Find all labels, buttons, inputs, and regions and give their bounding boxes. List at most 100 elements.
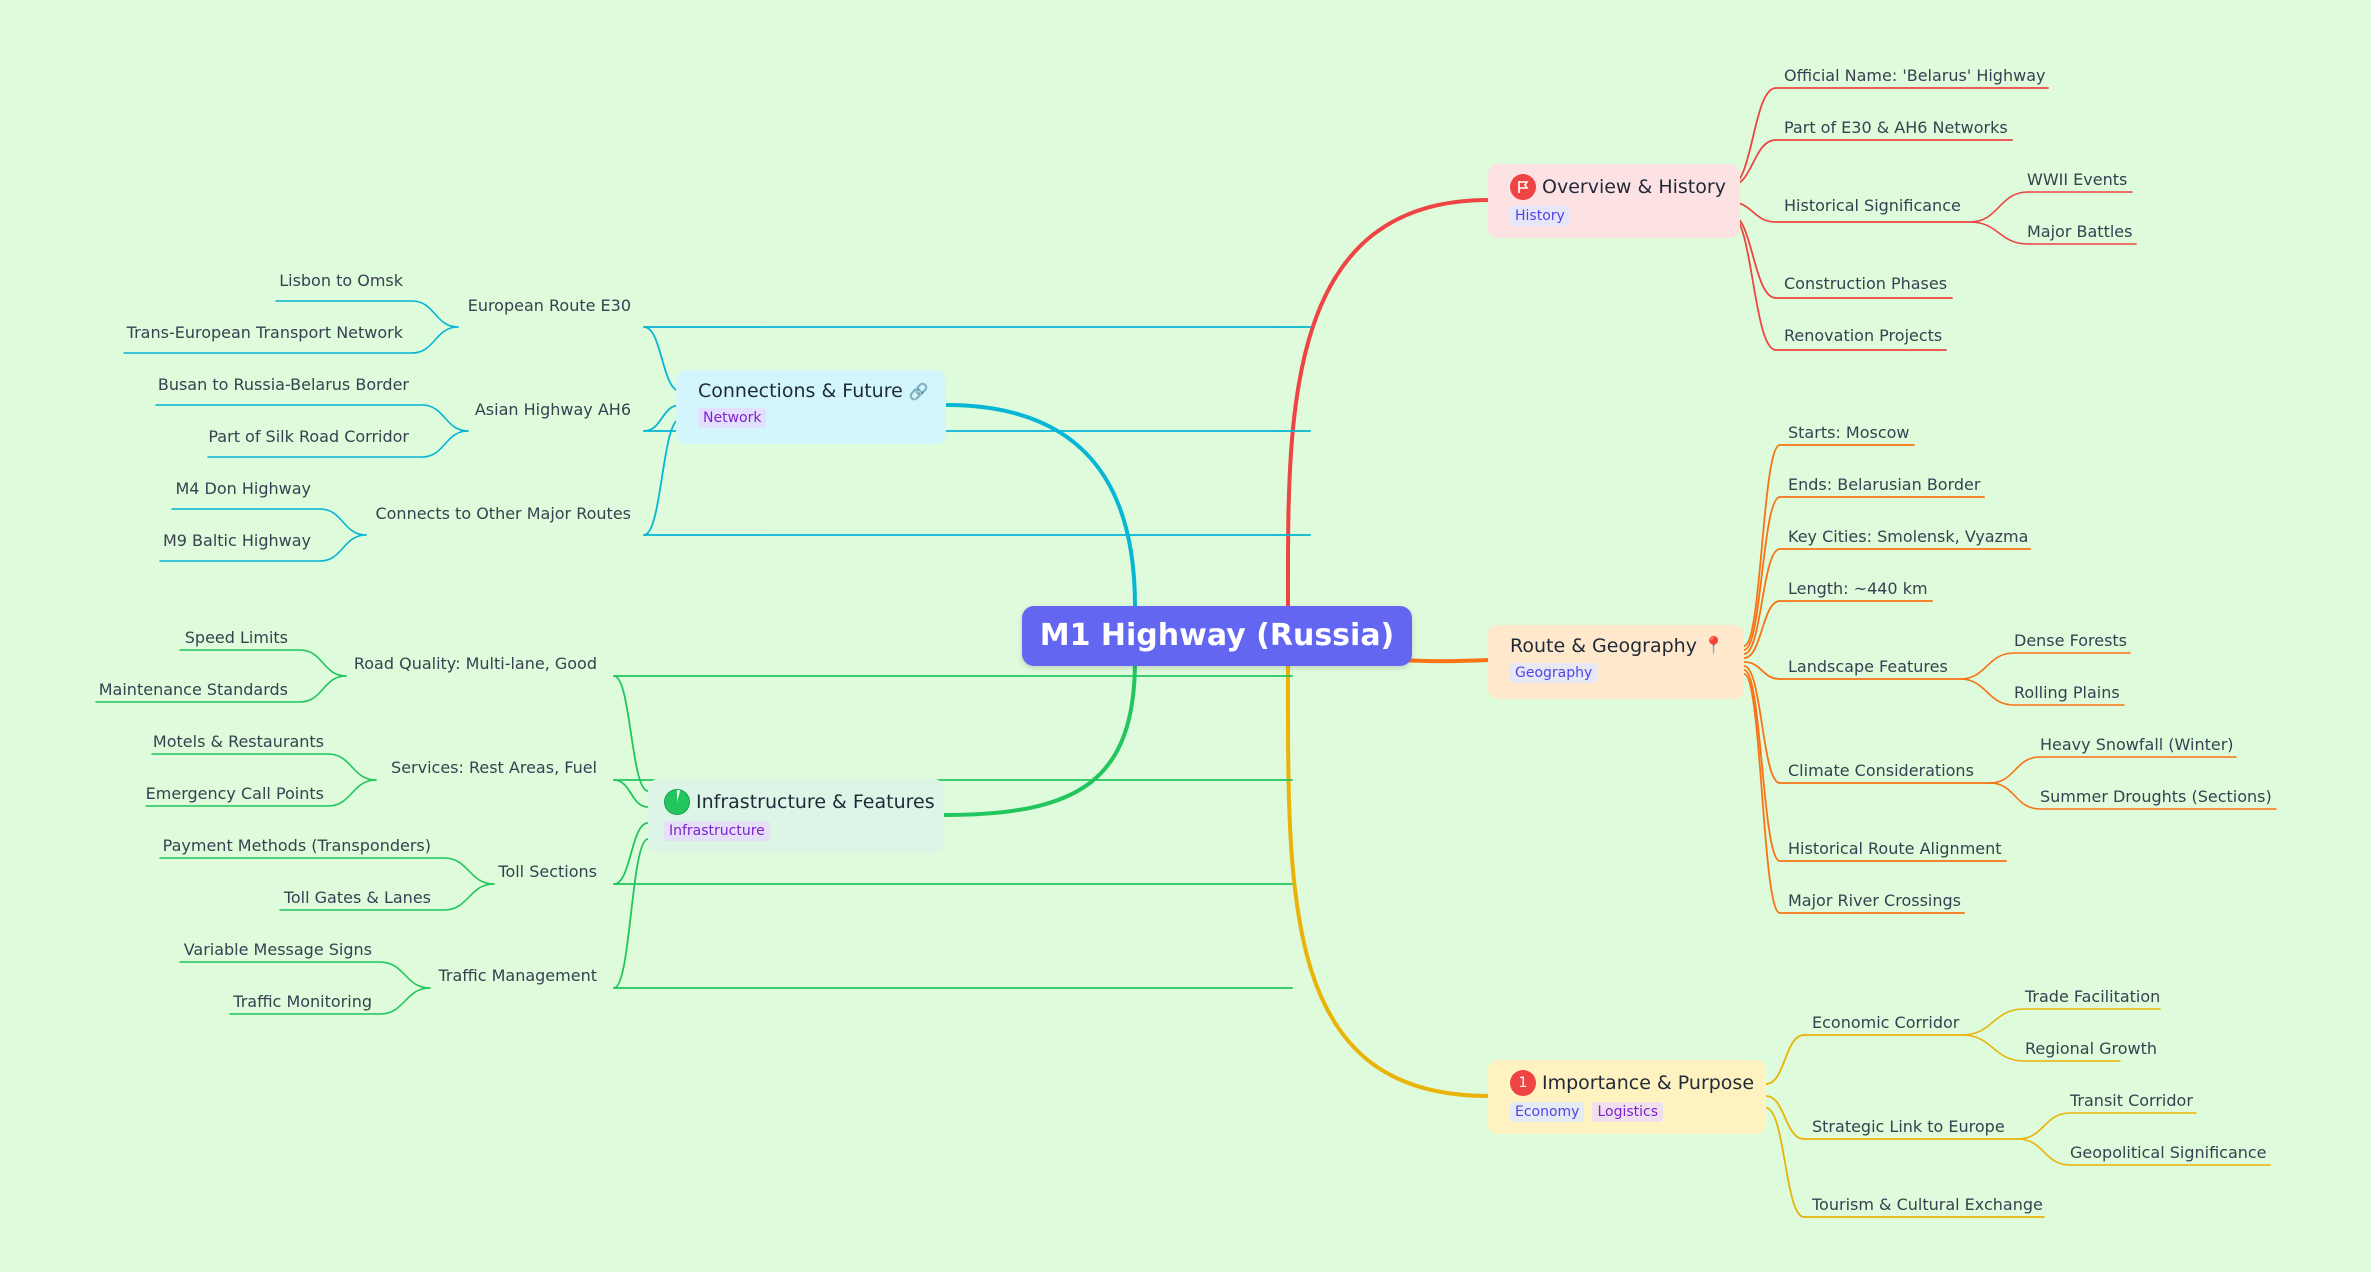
geography-connector-2 [1743,548,1781,655]
history-sub-connector-0 [1969,191,2029,223]
tag-economy[interactable]: Economy [1510,1102,1585,1122]
branch-line-connections [944,403,1137,608]
infrastructure-connector-1 [613,779,649,808]
node-starts-moscow[interactable]: Starts: Moscow [1788,423,1910,442]
node-m9-baltic[interactable]: M9 Baltic Highway [162,531,311,550]
branch-line-history [1285,198,1490,608]
infrastructure-sub-connector-3 [327,779,377,807]
importance-connector-1 [1765,1095,1805,1140]
node-construction-phases[interactable]: Construction Phases [1784,274,1948,293]
node-river-crossings[interactable]: Major River Crossings [1788,891,1961,910]
node-road-quality[interactable]: Road Quality: Multi-lane, Good [353,654,597,673]
connections-sub-connector-5 [319,534,367,562]
geography-sub-connector-1 [1959,678,2015,706]
node-regional-growth[interactable]: Regional Growth [2025,1039,2158,1058]
geography-connector-3 [1743,600,1781,659]
node-part-of-networks[interactable]: Part of E30 & AH6 Networks [1784,118,2008,137]
node-length[interactable]: Length: ~440 km [1788,579,1928,598]
connections-sub-connector-4 [319,508,367,536]
topic-importance-purpose[interactable]: 1 Importance & Purpose Economy Logistics [1488,1060,1766,1134]
node-economic-corridor[interactable]: Economic Corridor [1812,1013,1960,1032]
node-geopolitical-significance[interactable]: Geopolitical Significance [2070,1143,2267,1162]
node-traffic-management[interactable]: Traffic Management [438,966,597,985]
geography-sub-connector-2 [1989,756,2041,784]
geography-sub-connector-0 [1959,652,2015,680]
tag-geography[interactable]: Geography [1510,663,1598,683]
node-key-cities[interactable]: Key Cities: Smolensk, Vyazma [1788,527,2029,546]
node-summer-droughts[interactable]: Summer Droughts (Sections) [2040,787,2272,806]
tag-history[interactable]: History [1510,206,1570,226]
node-m4-don[interactable]: M4 Don Highway [175,479,311,498]
tag-logistics[interactable]: Logistics [1592,1102,1664,1122]
importance-connector-0 [1765,1034,1805,1085]
node-transit-corridor[interactable]: Transit Corridor [2070,1091,2193,1110]
node-services[interactable]: Services: Rest Areas, Fuel [391,758,597,777]
connections-sub-connector-0 [411,300,459,328]
node-heavy-snowfall[interactable]: Heavy Snowfall (Winter) [2040,735,2234,754]
infrastructure-connector-3 [613,838,649,989]
node-wwii-events[interactable]: WWII Events [2027,170,2128,189]
topic-infrastructure-features[interactable]: Infrastructure & Features Infrastructure [648,779,944,853]
geography-connector-5 [1743,665,1781,784]
connections-sub-connector-1 [411,326,459,354]
infrastructure-sub-connector-4 [443,857,495,885]
infrastructure-sub-connector-7 [379,987,431,1015]
topic-title: Connections & Future [698,380,903,402]
node-traffic-monitoring[interactable]: Traffic Monitoring [233,992,372,1011]
central-topic[interactable]: M1 Highway (Russia) [1022,606,1412,666]
node-official-name[interactable]: Official Name: 'Belarus' Highway [1784,66,2046,85]
node-historical-significance[interactable]: Historical Significance [1784,196,1961,215]
node-toll-sections[interactable]: Toll Sections [498,862,597,881]
connections-sub-connector-2 [421,404,469,432]
flag-icon [1510,174,1536,200]
topic-title: Infrastructure & Features [696,791,935,813]
node-major-battles[interactable]: Major Battles [2027,222,2133,241]
pin-icon: 📍 [1702,636,1725,656]
importance-sub-connector-3 [2017,1138,2071,1166]
branch-line-infrastructure [942,658,1137,817]
node-ah6[interactable]: Asian Highway AH6 [474,400,631,419]
node-dense-forests[interactable]: Dense Forests [2014,631,2128,650]
node-other-routes[interactable]: Connects to Other Major Routes [375,504,631,523]
node-trans-european[interactable]: Trans-European Transport Network [126,323,403,342]
node-tourism-cultural[interactable]: Tourism & Cultural Exchange [1812,1195,2043,1214]
node-busan-border[interactable]: Busan to Russia-Belarus Border [157,375,409,394]
geography-connector-6 [1743,669,1781,862]
branch-line-geography [1398,658,1490,664]
infrastructure-connector-2 [613,822,649,885]
node-silk-road[interactable]: Part of Silk Road Corridor [208,427,409,446]
topic-route-geography[interactable]: Route & Geography 📍 Geography [1488,625,1744,699]
node-renovation-projects[interactable]: Renovation Projects [1784,326,1943,345]
importance-sub-connector-1 [1961,1034,2025,1062]
infrastructure-sub-connector-6 [379,961,431,989]
node-strategic-link[interactable]: Strategic Link to Europe [1812,1117,2005,1136]
node-maintenance[interactable]: Maintenance Standards [98,680,288,699]
connections-connector-1 [643,404,681,432]
node-ends-border[interactable]: Ends: Belarusian Border [1788,475,1981,494]
node-variable-signs[interactable]: Variable Message Signs [183,940,372,959]
node-payment-methods[interactable]: Payment Methods (Transponders) [162,836,431,855]
tag-network[interactable]: Network [698,408,767,428]
priority-badge: 1 [1510,1070,1536,1096]
history-sub-connector-1 [1969,221,2029,245]
topic-overview-history[interactable]: Overview & History History [1488,164,1740,238]
node-e30[interactable]: European Route E30 [467,296,631,315]
node-toll-gates[interactable]: Toll Gates & Lanes [283,888,431,907]
topic-title: Importance & Purpose [1542,1072,1755,1094]
node-motels[interactable]: Motels & Restaurants [152,732,324,751]
infrastructure-sub-connector-5 [443,883,495,911]
infrastructure-sub-connector-1 [299,675,347,703]
node-trade-facilitation[interactable]: Trade Facilitation [2025,987,2161,1006]
node-climate-considerations[interactable]: Climate Considerations [1788,761,1974,780]
node-historical-route[interactable]: Historical Route Alignment [1788,839,2002,858]
progress-pie-icon [664,789,690,815]
node-emergency-call[interactable]: Emergency Call Points [145,784,324,803]
tag-infrastructure[interactable]: Infrastructure [664,821,770,841]
topic-connections-future[interactable]: Connections & Future 🔗 Network [676,370,946,444]
importance-sub-connector-0 [1961,1008,2025,1036]
node-lisbon-omsk[interactable]: Lisbon to Omsk [279,271,403,290]
node-landscape-features[interactable]: Landscape Features [1788,657,1948,676]
node-rolling-plains[interactable]: Rolling Plains [2014,683,2120,702]
node-speed-limits[interactable]: Speed Limits [184,628,288,647]
infrastructure-connector-0 [613,675,649,792]
